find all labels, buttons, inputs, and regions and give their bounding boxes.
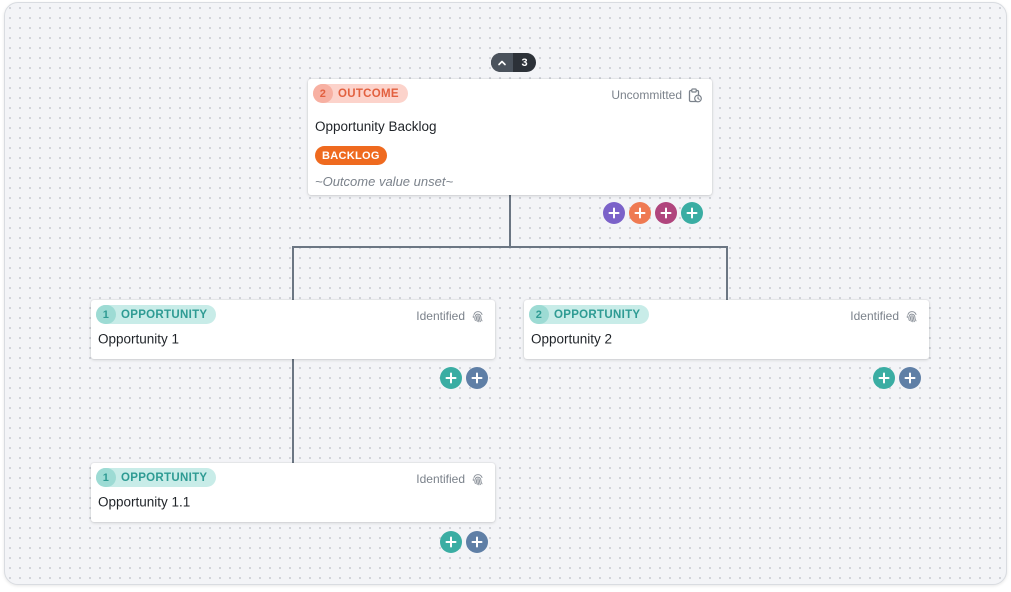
opportunity-type-label: OPPORTUNITY	[121, 308, 208, 321]
opportunity-number: 1	[96, 468, 116, 487]
children-count: 3	[521, 56, 528, 69]
opportunity-badge: 2 OPPORTUNITY	[529, 305, 650, 324]
opportunity-number: 2	[529, 305, 549, 324]
plus-icon	[634, 207, 646, 219]
opportunity-badge: 1 OPPORTUNITY	[96, 468, 217, 487]
clipboard-clock-icon	[688, 88, 702, 103]
add-child-button-teal[interactable]	[440, 531, 462, 553]
opportunity-badge: 1 OPPORTUNITY	[96, 305, 217, 324]
opportunity-card[interactable]: 1 OPPORTUNITY Identified Opportunity 1	[91, 300, 495, 359]
outcome-title[interactable]: Opportunity Backlog	[315, 119, 437, 134]
connector-horizontal	[292, 246, 728, 248]
add-child-button-teal[interactable]	[873, 367, 895, 389]
opportunity-title[interactable]: Opportunity 1	[98, 331, 180, 347]
plus-icon	[445, 536, 457, 548]
add-child-button-orange[interactable]	[629, 202, 651, 224]
add-child-button-slate[interactable]	[466, 367, 488, 389]
collapse-children-button[interactable]: 3	[491, 53, 536, 72]
opportunity-status[interactable]: Identified	[416, 309, 485, 323]
plus-icon	[878, 372, 890, 384]
add-child-button-slate[interactable]	[899, 367, 921, 389]
connector-to-opportunity-1-1	[292, 359, 294, 463]
outcome-badge: 2 OUTCOME	[313, 84, 408, 103]
outcome-type-label: OUTCOME	[338, 87, 399, 100]
fingerprint-icon	[471, 309, 485, 323]
opportunity-status[interactable]: Identified	[416, 472, 485, 486]
outcome-status[interactable]: Uncommitted	[611, 88, 702, 103]
plus-icon	[660, 207, 672, 219]
fingerprint-icon	[905, 309, 919, 323]
opportunity-status[interactable]: Identified	[850, 309, 919, 323]
outcome-card[interactable]: 2 OUTCOME Uncommitted Opportunity Backlo…	[308, 79, 712, 195]
opportunity-type-label: OPPORTUNITY	[554, 308, 641, 321]
outcome-number: 2	[313, 84, 333, 103]
opportunity-type-label: OPPORTUNITY	[121, 471, 208, 484]
outcome-value[interactable]: ~Outcome value unset~	[315, 174, 454, 189]
plus-icon	[471, 372, 483, 384]
opportunity-status-label: Identified	[850, 309, 899, 323]
opportunity-status-label: Identified	[416, 309, 465, 323]
opportunity-status-label: Identified	[416, 472, 465, 486]
fingerprint-icon	[471, 472, 485, 486]
add-child-button-slate[interactable]	[466, 531, 488, 553]
plus-icon	[608, 207, 620, 219]
add-child-button-teal[interactable]	[440, 367, 462, 389]
chevron-up-icon	[491, 53, 513, 72]
opportunity-card[interactable]: 1 OPPORTUNITY Identified Opportunity 1.1	[91, 463, 495, 522]
opportunity-number: 1	[96, 305, 116, 324]
plus-icon	[445, 372, 457, 384]
connector-to-opportunity-1	[292, 246, 294, 300]
outcome-status-label: Uncommitted	[611, 88, 682, 102]
add-child-button-purple[interactable]	[603, 202, 625, 224]
opportunity-title[interactable]: Opportunity 2	[531, 331, 613, 347]
connector-outcome-down	[509, 195, 511, 247]
add-child-button-magenta[interactable]	[655, 202, 677, 224]
backlog-tag[interactable]: BACKLOG	[315, 146, 387, 165]
plus-icon	[904, 372, 916, 384]
opportunity-card[interactable]: 2 OPPORTUNITY Identified Opportunity 2	[524, 300, 929, 359]
tree-canvas[interactable]: 3 2 OUTCOME Uncommitted Opportunity Back…	[4, 2, 1007, 585]
add-child-button-teal[interactable]	[681, 202, 703, 224]
opportunity-title[interactable]: Opportunity 1.1	[98, 494, 191, 510]
plus-icon	[471, 536, 483, 548]
plus-icon	[686, 207, 698, 219]
connector-to-opportunity-2	[726, 246, 728, 300]
